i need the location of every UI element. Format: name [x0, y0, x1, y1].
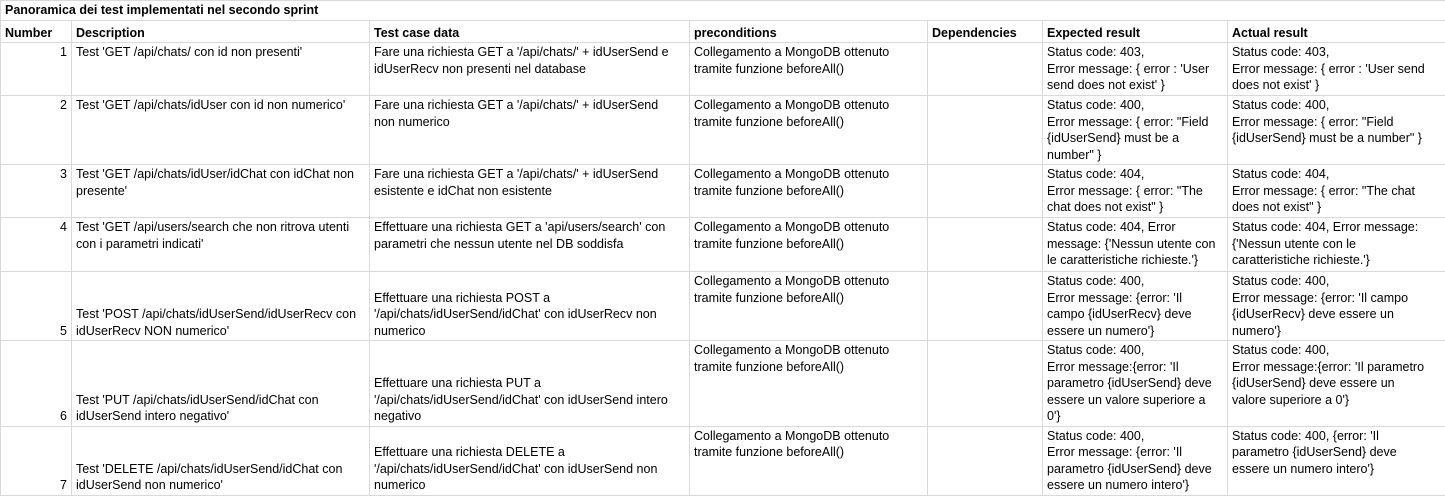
cell-number[interactable]: 3 — [0, 164, 72, 218]
cell-expected-result[interactable]: Status code: 404, Error message: {'Nessu… — [1042, 217, 1228, 272]
cell-number[interactable]: 5 — [0, 271, 72, 341]
cell-test-case-data[interactable]: Effettuare una richiesta DELETE a '/api/… — [369, 425, 690, 496]
cell-expected-result[interactable]: Status code: 403, Error message: { error… — [1042, 42, 1228, 96]
sheet-title[interactable]: Panoramica dei test implementati nel sec… — [0, 0, 1445, 21]
cell-description[interactable]: Test 'GET /api/users/search che non ritr… — [71, 217, 370, 272]
cell-dependencies[interactable] — [927, 42, 1043, 96]
cell-dependencies[interactable] — [927, 164, 1043, 218]
cell-actual-result[interactable]: Status code: 400, Error message: { error… — [1226, 95, 1445, 165]
cell-test-case-data[interactable]: Fare una richiesta GET a '/api/chats/' +… — [369, 95, 690, 165]
cell-number[interactable]: 6 — [0, 340, 72, 427]
cell-preconditions[interactable]: Collegamento a MongoDB ottenuto tramite … — [689, 425, 928, 496]
cell-actual-result[interactable]: Status code: 400, {error: 'Il parametro … — [1226, 425, 1445, 496]
cell-preconditions[interactable]: Collegamento a MongoDB ottenuto tramite … — [689, 42, 928, 96]
cell-number[interactable]: 2 — [0, 95, 72, 165]
cell-description[interactable]: Test 'GET /api/chats/idUser con id non n… — [71, 95, 370, 165]
cell-number[interactable]: 7 — [0, 425, 72, 496]
header-row: Number Description Test case data precon… — [0, 20, 1445, 43]
cell-expected-result[interactable]: Status code: 404, Error message: { error… — [1042, 164, 1228, 218]
cell-actual-result[interactable]: Status code: 404, Error message: { error… — [1226, 164, 1445, 218]
cell-expected-result[interactable]: Status code: 400, Error message:{error: … — [1042, 340, 1228, 427]
cell-preconditions[interactable]: Collegamento a MongoDB ottenuto tramite … — [689, 217, 928, 272]
cell-preconditions[interactable]: Collegamento a MongoDB ottenuto tramite … — [689, 164, 928, 218]
title-row: Panoramica dei test implementati nel sec… — [0, 0, 1445, 21]
cell-actual-result[interactable]: Status code: 400, Error message:{error: … — [1226, 340, 1445, 427]
cell-dependencies[interactable] — [927, 95, 1043, 165]
table-row: 4 Test 'GET /api/users/search che non ri… — [0, 217, 1445, 272]
cell-description[interactable]: Test 'PUT /api/chats/idUserSend/idChat c… — [71, 340, 370, 427]
cell-number[interactable]: 1 — [0, 42, 72, 96]
cell-description[interactable]: Test 'GET /api/chats/ con id non present… — [71, 42, 370, 96]
cell-expected-result[interactable]: Status code: 400, Error message: {error:… — [1042, 425, 1228, 496]
cell-description[interactable]: Test 'GET /api/chats/idUser/idChat con i… — [71, 164, 370, 218]
cell-preconditions[interactable]: Collegamento a MongoDB ottenuto tramite … — [689, 271, 928, 341]
cell-actual-result[interactable]: Status code: 403, Error message: { error… — [1226, 42, 1445, 96]
table-row: 1 Test 'GET /api/chats/ con id non prese… — [0, 42, 1445, 96]
table-row: 7 Test 'DELETE /api/chats/idUserSend/idC… — [0, 425, 1445, 496]
cell-test-case-data[interactable]: Fare una richiesta GET a '/api/chats/' +… — [369, 164, 690, 218]
cell-description[interactable]: Test 'DELETE /api/chats/idUserSend/idCha… — [71, 425, 370, 496]
cell-expected-result[interactable]: Status code: 400, Error message: { error… — [1042, 95, 1228, 165]
cell-description[interactable]: Test 'POST /api/chats/idUserSend/idUserR… — [71, 271, 370, 341]
cell-dependencies[interactable] — [927, 340, 1043, 427]
header-dependencies[interactable]: Dependencies — [927, 20, 1043, 43]
cell-dependencies[interactable] — [927, 271, 1043, 341]
cell-actual-result[interactable]: Status code: 404, Error message: {'Nessu… — [1226, 217, 1445, 272]
table-row: 2 Test 'GET /api/chats/idUser con id non… — [0, 95, 1445, 165]
header-test-case-data[interactable]: Test case data — [369, 20, 690, 43]
header-description[interactable]: Description — [71, 20, 370, 43]
table-row: 6 Test 'PUT /api/chats/idUserSend/idChat… — [0, 340, 1445, 427]
table-row: 5 Test 'POST /api/chats/idUserSend/idUse… — [0, 271, 1445, 341]
cell-dependencies[interactable] — [927, 217, 1043, 272]
cell-test-case-data[interactable]: Effettuare una richiesta PUT a '/api/cha… — [369, 340, 690, 427]
cell-test-case-data[interactable]: Effettuare una richiesta GET a 'api/user… — [369, 217, 690, 272]
table-row: 3 Test 'GET /api/chats/idUser/idChat con… — [0, 164, 1445, 218]
cell-actual-result[interactable]: Status code: 400, Error message: {error:… — [1226, 271, 1445, 341]
cell-expected-result[interactable]: Status code: 400, Error message: {error:… — [1042, 271, 1228, 341]
header-preconditions[interactable]: preconditions — [689, 20, 928, 43]
header-actual-result[interactable]: Actual result — [1226, 20, 1445, 43]
header-expected-result[interactable]: Expected result — [1042, 20, 1228, 43]
cell-test-case-data[interactable]: Effettuare una richiesta POST a '/api/ch… — [369, 271, 690, 341]
cell-preconditions[interactable]: Collegamento a MongoDB ottenuto tramite … — [689, 340, 928, 427]
header-number[interactable]: Number — [0, 20, 72, 43]
cell-dependencies[interactable] — [927, 425, 1043, 496]
cell-preconditions[interactable]: Collegamento a MongoDB ottenuto tramite … — [689, 95, 928, 165]
cell-number[interactable]: 4 — [0, 217, 72, 272]
cell-test-case-data[interactable]: Fare una richiesta GET a '/api/chats/' +… — [369, 42, 690, 96]
